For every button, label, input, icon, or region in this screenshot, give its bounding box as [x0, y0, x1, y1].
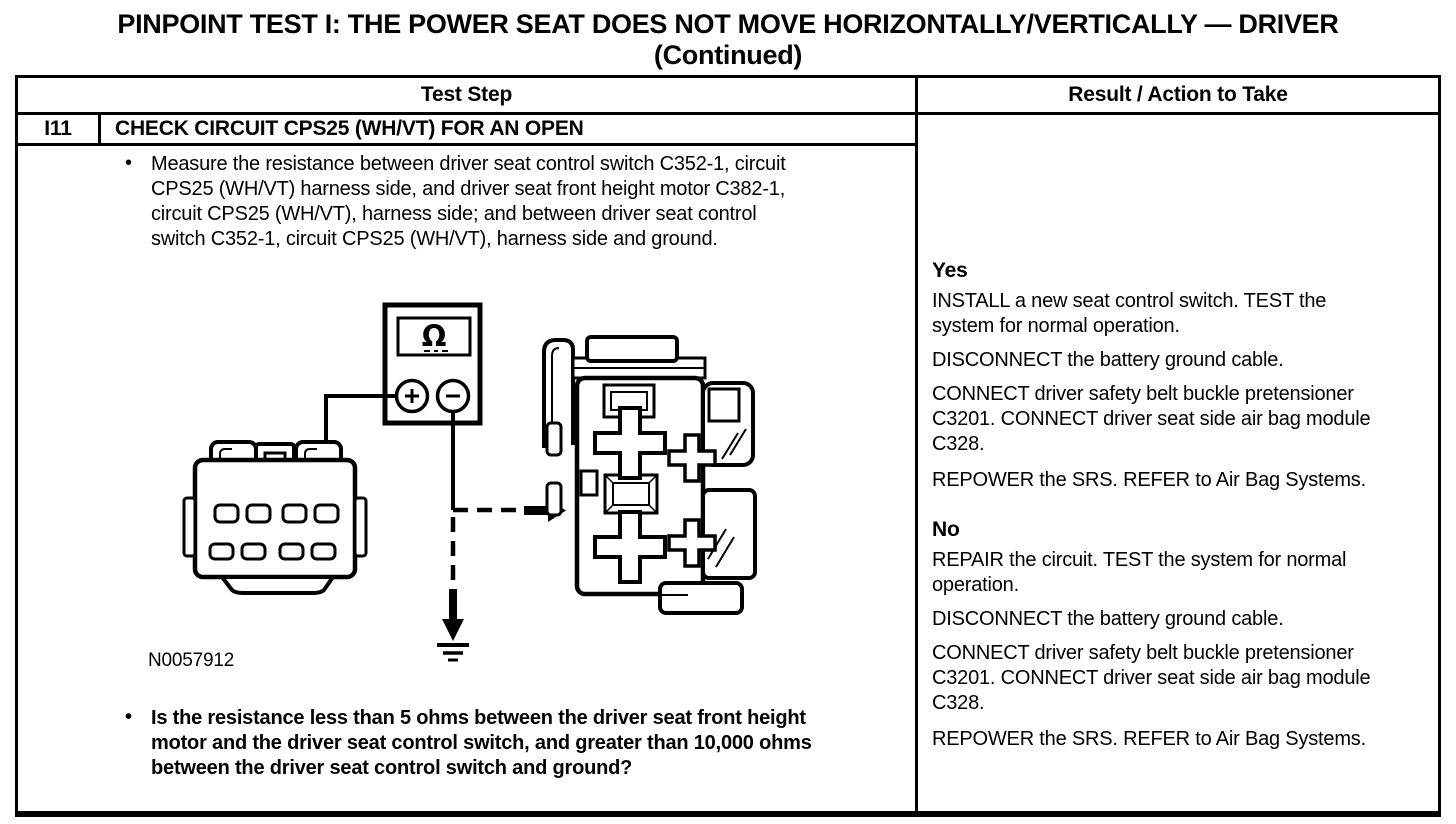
table-header-row: Test Step Result / Action to Take	[18, 78, 1438, 115]
page-title-line2: (Continued)	[653, 40, 803, 70]
answer-no-label: No	[932, 518, 960, 541]
page-title-line1: PINPOINT TEST I: THE POWER SEAT DOES NOT…	[117, 9, 1339, 39]
negative-lead-wire	[437, 412, 566, 662]
action-text: REPOWER the SRS. REFER to Air Bag System…	[932, 469, 1366, 491]
ground-icon	[437, 643, 469, 662]
ohmmeter-drawing: Ω	[382, 302, 483, 426]
omega-symbol: Ω	[422, 319, 446, 353]
action-text: CONNECT driver safety belt buckle preten…	[932, 383, 1371, 455]
action-text: DISCONNECT the battery ground cable.	[932, 349, 1284, 371]
switch-connector-drawing	[182, 440, 368, 595]
step-id: I11	[18, 115, 101, 143]
action-text: REPOWER the SRS. REFER to Air Bag System…	[932, 728, 1366, 750]
motor-connector-drawing	[542, 335, 757, 615]
step-header-band: I11 CHECK CIRCUIT CPS25 (WH/VT) FOR AN O…	[18, 115, 915, 146]
column-header-result-action: Result / Action to Take	[1068, 83, 1288, 106]
arrow-down-icon	[442, 589, 464, 641]
instruction-bullet: Measure the resistance between driver se…	[123, 151, 813, 252]
result-no-section: No REPAIR the circuit. TEST the system f…	[932, 518, 1390, 752]
step-content: Measure the resistance between driver se…	[18, 146, 915, 811]
figure-label: N0057912	[148, 650, 234, 671]
table-body-row: I11 CHECK CIRCUIT CPS25 (WH/VT) FOR AN O…	[18, 115, 1438, 811]
plus-probe-icon	[394, 378, 430, 414]
small-cross-terminals	[667, 433, 717, 568]
result-action-cell: Yes INSTALL a new seat control switch. T…	[918, 115, 1438, 811]
action-text: DISCONNECT the battery ground cable.	[932, 608, 1284, 630]
minus-probe-icon	[435, 378, 471, 414]
action-text: CONNECT driver safety belt buckle preten…	[932, 642, 1371, 714]
ohm-display	[396, 316, 472, 357]
action-text: REPAIR the circuit. TEST the system for …	[932, 549, 1347, 596]
question-bullet: Is the resistance less than 5 ohms betwe…	[123, 705, 813, 781]
column-header-test-step: Test Step	[18, 78, 918, 112]
page-title: PINPOINT TEST I: THE POWER SEAT DOES NOT…	[0, 9, 1456, 71]
pinpoint-test-table: Test Step Result / Action to Take I11 CH…	[15, 75, 1441, 817]
cross-terminals	[593, 406, 667, 584]
action-text: INSTALL a new seat control switch. TEST …	[932, 290, 1327, 337]
step-title: CHECK CIRCUIT CPS25 (WH/VT) FOR AN OPEN	[115, 117, 584, 140]
result-yes-section: Yes INSTALL a new seat control switch. T…	[932, 259, 1390, 493]
wiring-figure: Ω	[100, 295, 790, 695]
connector-pins	[208, 503, 340, 561]
wiring-diagram: Ω	[148, 302, 757, 671]
answer-yes-label: Yes	[932, 259, 968, 282]
test-step-cell: I11 CHECK CIRCUIT CPS25 (WH/VT) FOR AN O…	[18, 115, 918, 811]
